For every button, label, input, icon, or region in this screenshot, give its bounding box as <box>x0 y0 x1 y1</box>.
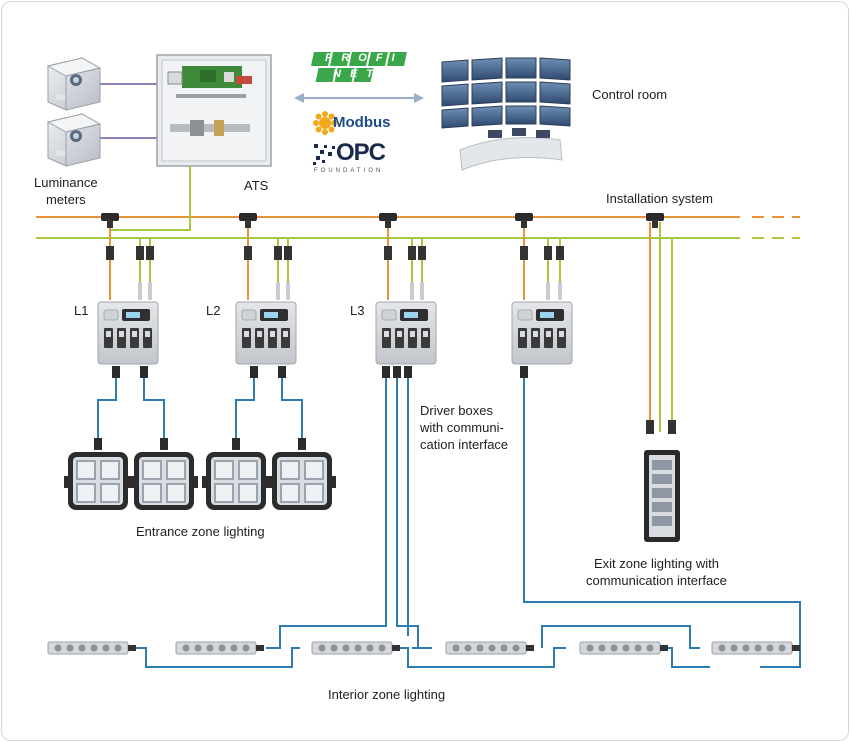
l2-label: L2 <box>206 303 221 318</box>
floodlight-icon <box>64 452 336 510</box>
luminance-meters-label: Luminance meters <box>34 175 98 207</box>
exit-zone-label: Exit zone lighting with communication in… <box>586 556 727 588</box>
ats-cabinet-icon <box>156 54 272 167</box>
installation-system-label: Installation system <box>606 191 713 206</box>
luminaire-cables <box>97 378 801 668</box>
l3-label: L3 <box>350 303 365 318</box>
interior-zone-label: Interior zone lighting <box>328 687 446 702</box>
opc-logo <box>313 144 335 165</box>
opc-foundation-text: FOUNDATION <box>314 168 384 174</box>
ats-label: ATS <box>244 178 269 193</box>
profinet-logo <box>310 52 407 82</box>
meter-links <box>98 83 157 139</box>
protocol-arrow <box>294 93 424 103</box>
opc-text: OPC <box>336 139 386 166</box>
luminance-meter-icon <box>46 57 102 167</box>
exit-luminaire-icon <box>644 450 680 542</box>
profinet-text: PROFI NET <box>325 52 404 80</box>
modbus-text: Modbus <box>333 114 391 131</box>
driver-box-icon <box>97 301 573 365</box>
modbus-logo <box>313 111 337 135</box>
t-connector-icon <box>101 213 676 434</box>
control-room-icon <box>441 57 571 171</box>
control-room-label: Control room <box>592 87 668 102</box>
l1-label: L1 <box>74 303 89 318</box>
box-output-connectors <box>112 366 528 378</box>
driver-boxes-label: Driver boxes with communi- cation interf… <box>420 403 509 452</box>
entrance-zone-label: Entrance zone lighting <box>136 524 265 539</box>
